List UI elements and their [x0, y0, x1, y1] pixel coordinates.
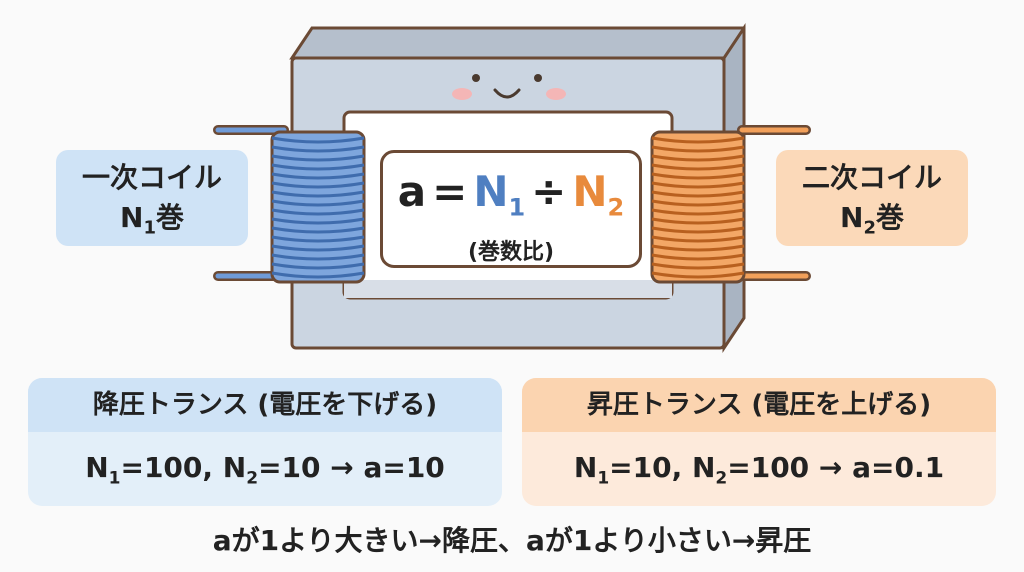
formula-a: a [397, 167, 427, 216]
formula-divide: ÷ [531, 167, 567, 216]
secondary-turns-suffix: 巻 [875, 201, 904, 234]
summary-text: aが1より大きい→降圧、aが1より小さい→昇圧 [212, 524, 812, 557]
secondary-coil-winding [651, 217, 745, 225]
primary-coil-winding [271, 145, 365, 153]
step-up-example: N1=10, N2=100 → a=0.1 [522, 432, 996, 506]
su-arrow: → [818, 451, 843, 484]
core-window-shadow [344, 280, 672, 298]
turns-ratio-formula-box: a=N1÷N2 (巻数比) [380, 150, 642, 268]
primary-coil-winding [271, 244, 365, 252]
primary-turns-suffix: 巻 [155, 201, 184, 234]
primary-turns-n: N [120, 201, 144, 234]
primary-coil [270, 130, 366, 284]
step-down-title: 降圧トランス (電圧を下げる) [28, 378, 502, 432]
secondary-coil-winding [651, 262, 745, 270]
secondary-coil-winding [651, 226, 745, 234]
secondary-coil-title: 二次コイル [801, 161, 942, 194]
primary-coil-winding [271, 190, 365, 198]
formula-n2-letter: N [572, 167, 608, 216]
formula-n1-sub: 1 [508, 193, 526, 222]
step-down-example: N1=100, N2=10 → a=10 [28, 432, 502, 506]
sd-n1-val: =100, [120, 451, 214, 484]
secondary-turns-sub: 2 [863, 217, 876, 239]
formula-n2: N2 [572, 167, 624, 221]
secondary-coil-winding [651, 190, 745, 198]
step-up-panel: 昇圧トランス (電圧を上げる) N1=10, N2=100 → a=0.1 [522, 378, 996, 506]
primary-coil-winding [271, 199, 365, 207]
secondary-coil-winding [651, 199, 745, 207]
secondary-coil-winding [651, 208, 745, 216]
primary-coil-winding [271, 136, 365, 144]
secondary-coil-winding [651, 253, 745, 261]
secondary-turns-n: N [840, 201, 864, 234]
formula-note: (巻数比) [467, 240, 555, 266]
sd-n2-val: =10 [258, 451, 321, 484]
secondary-coil-winding [651, 271, 745, 279]
primary-coil-winding [271, 271, 365, 279]
primary-coil-winding [271, 235, 365, 243]
primary-coil-turns: N1巻 [56, 198, 248, 249]
sd-n1-sub: 1 [108, 468, 121, 489]
blush-left-icon [452, 88, 472, 100]
secondary-coil-winding [651, 172, 745, 180]
turns-ratio-formula: a=N1÷N2 [383, 167, 639, 232]
primary-coil-label: 一次コイル N1巻 [56, 150, 248, 246]
smile-icon [493, 88, 521, 99]
su-n1-val: =10, [609, 451, 683, 484]
core-top-face [289, 26, 746, 60]
secondary-coil-winding [651, 154, 745, 162]
su-result: a=0.1 [852, 451, 945, 484]
su-n1-sub: 1 [597, 468, 610, 489]
su-n2: N [691, 451, 716, 484]
primary-coil-winding [271, 217, 365, 225]
sd-n2: N [222, 451, 247, 484]
eye-left-icon [472, 74, 480, 82]
sd-n1: N [85, 451, 109, 484]
secondary-coil [650, 130, 746, 284]
formula-n1-letter: N [473, 167, 509, 216]
sd-result: a=10 [363, 451, 445, 484]
primary-coil-winding [271, 154, 365, 162]
su-n2-val: =100 [727, 451, 810, 484]
sd-n2-sub: 2 [246, 468, 259, 489]
primary-coil-winding [271, 226, 365, 234]
primary-turns-sub: 1 [143, 217, 156, 239]
primary-coil-winding [271, 262, 365, 270]
blush-right-icon [546, 88, 566, 100]
secondary-coil-winding [651, 244, 745, 252]
primary-coil-winding [271, 253, 365, 261]
formula-n1: N1 [473, 167, 525, 221]
step-up-title: 昇圧トランス (電圧を上げる) [522, 378, 996, 432]
secondary-coil-winding [651, 145, 745, 153]
secondary-coil-winding [651, 163, 745, 171]
secondary-coil-turns: N2巻 [776, 198, 968, 249]
secondary-coil-label: 二次コイル N2巻 [776, 150, 968, 246]
primary-coil-winding [271, 181, 365, 189]
primary-coil-winding [271, 163, 365, 171]
step-down-panel: 降圧トランス (電圧を下げる) N1=100, N2=10 → a=10 [28, 378, 502, 506]
secondary-coil-winding [651, 136, 745, 144]
formula-n2-sub: 2 [607, 193, 625, 222]
eye-right-icon [534, 74, 542, 82]
primary-coil-winding [271, 208, 365, 216]
sd-arrow: → [330, 451, 354, 484]
formula-equals: = [432, 167, 468, 216]
primary-coil-winding [271, 172, 365, 180]
primary-coil-title: 一次コイル [81, 161, 222, 194]
secondary-coil-winding [651, 181, 745, 189]
su-n2-sub: 2 [715, 468, 728, 489]
su-n1: N [573, 451, 598, 484]
secondary-coil-winding [651, 235, 745, 243]
